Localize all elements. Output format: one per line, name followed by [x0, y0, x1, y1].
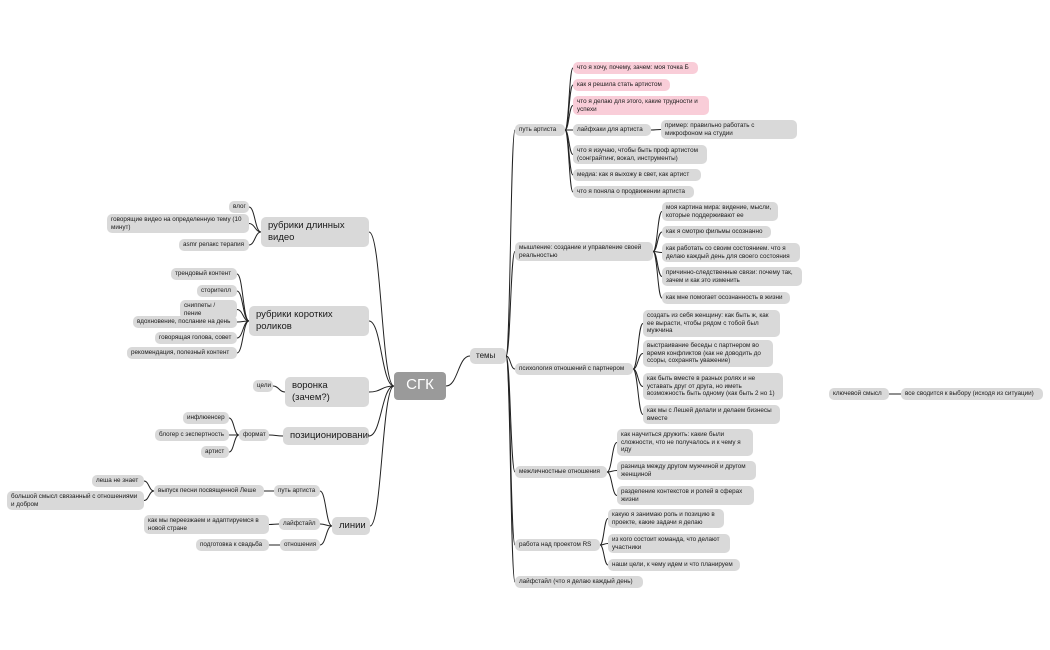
connector-line	[650, 129, 662, 131]
connector-line	[272, 385, 286, 393]
connector-line	[228, 417, 240, 436]
topic-daily[interactable]: лайфстайл (что я делаю каждый день)	[515, 576, 643, 588]
interpersonal-item[interactable]: как научиться дружить: какие были сложно…	[617, 429, 753, 456]
lines-song-item[interactable]: большой смысл связанный с отношениями и …	[7, 491, 144, 511]
short-video-item[interactable]: рекомендация, полезный контент	[127, 347, 237, 359]
project-item[interactable]: наши цели, к чему идем и что планируем	[608, 559, 740, 571]
mindset-item[interactable]: как мне помогает осознанность в жизни	[662, 292, 790, 304]
short-video-item[interactable]: сниппеты / пение	[180, 300, 237, 320]
connector-line	[606, 471, 618, 496]
psychology-item[interactable]: как мы с Лешей делали и делаем бизнесы в…	[643, 405, 780, 425]
artist-path-item[interactable]: что я делаю для этого, какие трудности и…	[573, 96, 709, 116]
connector-line	[236, 273, 250, 322]
funnel-item[interactable]: цели	[253, 380, 273, 392]
topic-project[interactable]: работа над проектом RS	[515, 539, 600, 551]
connector-line	[445, 355, 471, 387]
connector-line	[505, 129, 516, 357]
connector-line	[505, 355, 516, 370]
short-video-item[interactable]: сторителл	[197, 285, 237, 297]
topic-mindset[interactable]: мышление: создание и управление своей ре…	[515, 242, 653, 262]
interpersonal-item[interactable]: разделение контекстов и ролей в сферах ж…	[617, 486, 754, 506]
connector-line	[143, 480, 155, 492]
artist-path-item[interactable]: как я решила стать артистом	[573, 79, 670, 91]
lines-node[interactable]: линии	[332, 517, 370, 535]
connector-line	[632, 368, 644, 415]
topic-psychology[interactable]: психология отношений с партнером	[515, 363, 633, 375]
artist-path-item[interactable]: что я изучаю, чтобы быть проф артистом (…	[573, 145, 707, 165]
connector-line	[599, 518, 609, 546]
short-video-rubrics[interactable]: рубрики коротких роликов	[249, 306, 369, 336]
short-video-item[interactable]: трендовый контент	[171, 268, 237, 280]
connector-line	[248, 231, 262, 246]
connector-line	[369, 385, 395, 527]
connector-line	[236, 290, 250, 322]
topic-artist-path[interactable]: путь артиста	[515, 124, 565, 136]
positioning-item[interactable]: инфлюенсер	[183, 412, 229, 424]
root-node[interactable]: СГК	[394, 372, 446, 400]
lines-song[interactable]: выпуск песни посвященной Леше	[154, 485, 264, 497]
floating-value[interactable]: все сводится к выбору (исходя из ситуаци…	[901, 388, 1043, 400]
interpersonal-item[interactable]: разница между другом мужчиной и другом ж…	[617, 461, 756, 481]
connector-line	[632, 323, 644, 370]
mindset-item[interactable]: как работать со своим состоянием. что я …	[662, 243, 800, 263]
lines-song-item[interactable]: леша не знает	[92, 475, 144, 487]
connector-line	[599, 544, 609, 566]
lines-artist-path[interactable]: путь артиста	[274, 485, 320, 497]
project-item[interactable]: какую я занимаю роль и позицию в проекте…	[608, 509, 724, 529]
long-video-item[interactable]: влог	[229, 201, 249, 213]
connector-line	[564, 129, 574, 193]
positioning-format[interactable]: формат	[239, 429, 269, 441]
connector-line	[268, 523, 280, 525]
mindset-item[interactable]: как я смотрю фильмы осознанно	[662, 226, 771, 238]
lines-relations-item[interactable]: подготовка к свадьба	[196, 539, 269, 551]
connector-line	[143, 490, 155, 501]
connector-line	[248, 223, 262, 233]
connector-line	[368, 231, 395, 387]
topics-node[interactable]: темы	[470, 348, 506, 364]
artist-path-item[interactable]: лайфхаки для артиста	[573, 124, 651, 136]
funnel-node[interactable]: воронка (зачем?)	[285, 377, 369, 407]
psychology-item[interactable]: выстраивание беседы с партнером во время…	[643, 340, 773, 367]
connector-line	[505, 355, 516, 583]
lines-relations[interactable]: отношения	[280, 539, 320, 551]
connector-line	[236, 320, 250, 354]
connector-line	[632, 353, 644, 370]
connector-line	[268, 434, 284, 437]
connector-line	[368, 385, 395, 393]
positioning-item[interactable]: артист	[201, 446, 229, 458]
connector-line	[228, 434, 240, 453]
topic-interpersonal[interactable]: межличностные отношения	[515, 466, 607, 478]
connector-line	[368, 385, 395, 437]
connector-line	[564, 67, 574, 131]
lines-lifestyle-item[interactable]: как мы переезжаем и адаптируемся в новой…	[144, 515, 269, 535]
connector-line	[652, 211, 663, 252]
lines-lifestyle[interactable]: лайфстайл	[279, 518, 320, 530]
mindset-item[interactable]: причинно-следственные связи: почему так,…	[662, 267, 802, 287]
lifehack-example[interactable]: пример: правильно работать с микрофоном …	[661, 120, 797, 140]
connector-line	[368, 320, 395, 387]
connector-line	[319, 525, 333, 546]
short-video-item[interactable]: говорящая голова, совет	[155, 332, 237, 344]
long-video-item[interactable]: asmr релакс терапия	[179, 239, 249, 251]
positioning-node[interactable]: позиционирование	[283, 427, 369, 445]
connector-line	[319, 490, 333, 527]
mindset-item[interactable]: моя картина мира: видение, мысли, которы…	[662, 202, 778, 222]
connector-line	[652, 231, 663, 252]
psychology-item[interactable]: как быть вместе в разных ролях и не уста…	[643, 373, 783, 400]
long-video-item[interactable]: говорящие видео на определенную тему (10…	[107, 214, 249, 234]
connector-line	[564, 105, 574, 131]
connector-line	[652, 251, 663, 299]
artist-path-item[interactable]: что я хочу, почему, зачем: моя точка Б	[573, 62, 698, 74]
short-video-item[interactable]: вдохновение, послание на день	[133, 316, 237, 328]
artist-path-item[interactable]: медиа: как я выхожу в свет, как артист	[573, 169, 701, 181]
floating-key[interactable]: ключевой смысл	[829, 388, 889, 400]
positioning-item[interactable]: блогер с экспертность	[155, 429, 229, 441]
psychology-item[interactable]: создать из себя женщину: как быть ж, как…	[643, 310, 780, 337]
connector-line	[606, 442, 618, 473]
project-item[interactable]: из кого состоит команда, что делают учас…	[608, 534, 730, 554]
long-video-rubrics[interactable]: рубрики длинных видео	[261, 217, 369, 247]
connector-line	[505, 251, 516, 357]
artist-path-item[interactable]: что я поняла о продвижении артиста	[573, 186, 694, 198]
